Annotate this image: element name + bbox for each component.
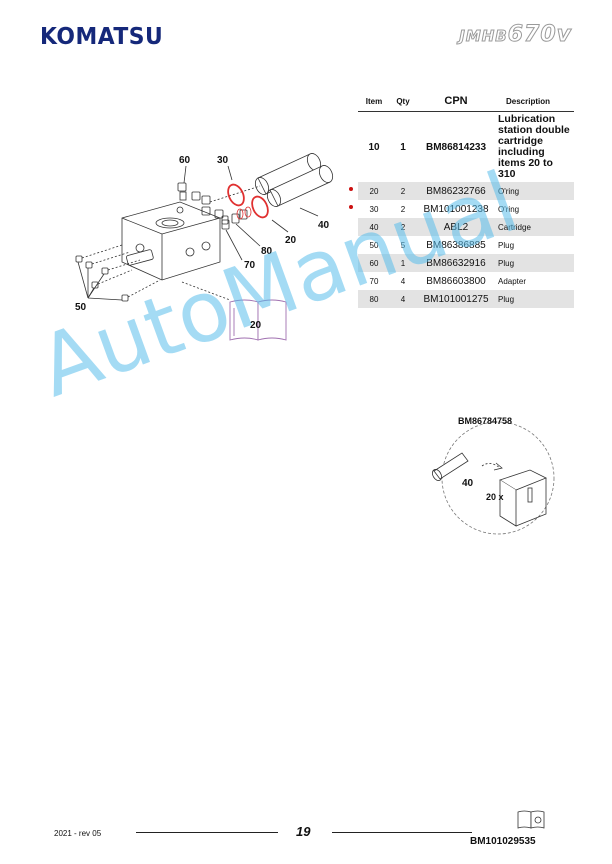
kit-cartridge-callout: 40 [462, 478, 474, 489]
row-qty: 1 [400, 141, 406, 153]
row-item: 60 [358, 254, 390, 272]
row-description: Cartridge [496, 218, 574, 236]
row-item: 20 [358, 182, 390, 200]
cartridge-shape [266, 165, 334, 207]
manual-reference-icon [517, 810, 545, 829]
footer-divider-right [332, 832, 472, 833]
row-cpn: BM101001238 [423, 203, 489, 215]
kit-detail-circle [432, 421, 555, 535]
kit-box-label: 20 x [486, 492, 504, 502]
row-qty: 4 [400, 276, 406, 286]
table-row: 10 1 BM86814233 Lubrication station doub… [358, 112, 574, 183]
row-cpn: BM86603800 [426, 275, 486, 287]
kit-part-number: BM86784758 [458, 416, 513, 426]
table-row: 80 4 BM101001275 Plug [358, 290, 574, 308]
book-callout-20: 20 [250, 320, 262, 331]
exploded-diagram [75, 153, 334, 341]
table-row: 70 4 BM86603800 Adapter [358, 272, 574, 290]
header-item: Item [358, 93, 390, 112]
table-row: 20 2 BM86232766 O'ring [358, 182, 574, 200]
recommended-spare-marker [349, 205, 353, 209]
page-number: 19 [296, 824, 311, 839]
oring-shapes [227, 183, 269, 219]
row-qty: 2 [400, 204, 406, 214]
row-cpn: BM86386885 [426, 239, 486, 251]
row-description: Plug [496, 254, 574, 272]
row-cpn: BM101001275 [416, 290, 496, 308]
model-logo: JMHB670v [459, 22, 572, 48]
row-qty: 1 [390, 254, 416, 272]
row-cpn: ABL2 [416, 218, 496, 236]
model-number: 670v [507, 22, 572, 48]
row-description: O'ring [498, 204, 520, 214]
table-row: 60 1 BM86632916 Plug [358, 254, 574, 272]
row-item: 50 [369, 240, 379, 250]
callout-20: 20 [285, 235, 297, 246]
recommended-spare-marker [349, 187, 353, 191]
row-description: Plug [496, 290, 574, 308]
footer-divider-left [136, 832, 278, 833]
row-description: O'ring [496, 182, 574, 200]
header-qty: Qty [390, 93, 416, 112]
row-cpn: BM86814233 [425, 141, 487, 153]
row-item: 80 [358, 290, 390, 308]
callout-50: 50 [75, 302, 87, 313]
table-row: 40 2 ABL2 Cartridge [358, 218, 574, 236]
row-item: 70 [369, 276, 379, 286]
model-prefix: JMHB [459, 27, 508, 46]
row-cpn: BM86632916 [416, 254, 496, 272]
header-description: Description [496, 93, 574, 112]
row-cpn: BM86232766 [416, 182, 496, 200]
document-number: BM101029535 [470, 836, 536, 847]
brand-logo: KOMATSU [40, 24, 164, 50]
header-cpn: CPN [416, 93, 496, 112]
parts-table: Item Qty CPN Description 10 1 BM86814233… [358, 93, 574, 308]
manual-book-icon [229, 299, 287, 341]
row-item: 40 [358, 218, 390, 236]
row-qty: 5 [400, 240, 406, 250]
table-row: 50 5 BM86386885 Plug [358, 236, 574, 254]
table-header-row: Item Qty CPN Description [358, 93, 574, 112]
table-row: 30 2 BM101001238 O'ring [358, 200, 574, 218]
cartridge-shape [254, 153, 322, 195]
footer-date-rev: 2021 - rev 05 [54, 829, 102, 838]
row-description: Adapter [498, 276, 527, 286]
row-qty: 2 [390, 182, 416, 200]
row-item: 10 [368, 141, 380, 153]
row-qty: 2 [390, 218, 416, 236]
callout-80: 80 [261, 246, 273, 257]
row-description: Plug [498, 240, 515, 250]
row-qty: 4 [390, 290, 416, 308]
callout-70: 70 [244, 260, 256, 271]
callout-60: 60 [179, 155, 191, 166]
callout-30: 30 [217, 155, 229, 166]
row-description: Lubrication station double cartridge inc… [498, 113, 570, 180]
callout-40: 40 [318, 220, 330, 231]
row-item: 30 [369, 204, 379, 214]
